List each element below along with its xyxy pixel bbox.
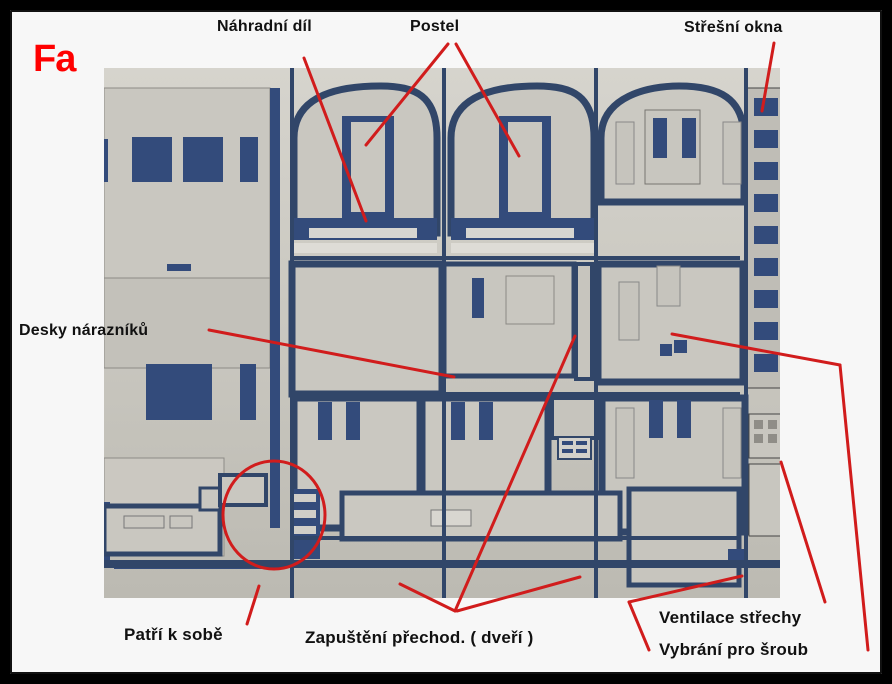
label-recessed-transition: Zapuštění přechod. ( dveří ) — [305, 628, 534, 647]
upper-right-arch — [597, 82, 748, 206]
roof-window-strip — [744, 87, 780, 537]
photo-illustration — [104, 68, 780, 598]
label-roof-ventilation: Ventilace střechy — [659, 608, 802, 627]
fret-edges — [104, 68, 780, 598]
middle-panels — [288, 260, 747, 398]
badge-fa: Fa — [33, 38, 76, 80]
highlight-circle — [221, 459, 327, 571]
label-bed: Postel — [410, 18, 460, 35]
upper-arch-parts — [290, 82, 598, 253]
label-screw-recess: Vybrání pro šroub — [659, 640, 809, 659]
label-bumper-plates: Desky nárazníků — [19, 322, 149, 339]
label-replacement-part: Náhradní díl — [217, 18, 312, 35]
label-belong-together: Patří k sobě — [124, 625, 223, 644]
etched-brass-sheet-photo — [104, 68, 780, 598]
label-roof-windows: Střešní okna — [684, 19, 783, 36]
left-gap — [270, 88, 280, 528]
